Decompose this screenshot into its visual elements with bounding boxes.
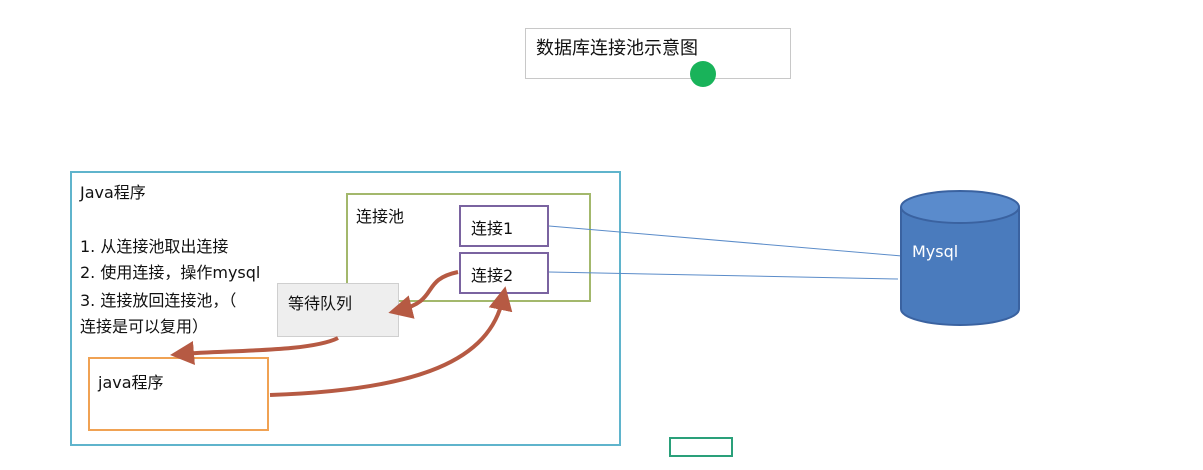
step-3-continuation-text: 连接是可以复用）: [80, 317, 209, 336]
diagram-title-box: 数据库连接池示意图: [525, 28, 791, 79]
diagram-title: 数据库连接池示意图: [536, 38, 698, 59]
connection-1-label: 连接1: [471, 219, 514, 238]
connection-1-box: 连接1: [459, 205, 549, 247]
mysql-database-icon: [900, 190, 1020, 326]
wait-queue-label: 等待队列: [288, 294, 353, 313]
connection-2-db-link: [548, 271, 899, 280]
step-2-text: 2. 使用连接，操作mysql: [80, 263, 261, 282]
queue-to-client-arrow: [170, 336, 339, 365]
empty-green-rectangle: [669, 437, 733, 457]
java-program-container: Java程序 1. 从连接池取出连接 2. 使用连接，操作mysql 3. 连接…: [70, 171, 621, 446]
connection-2-label: 连接2: [471, 266, 514, 285]
step-1-text: 1. 从连接池取出连接: [80, 237, 229, 256]
wait-queue-box: 等待队列: [277, 283, 399, 337]
java-client-box: java程序: [88, 357, 269, 431]
java-program-label: Java程序: [80, 183, 146, 202]
connection-to-queue-arrow: [388, 270, 459, 319]
database-label: Mysql: [912, 242, 959, 261]
connection-1-db-link: [548, 225, 903, 257]
step-3-text: 3. 连接放回连接池，（: [80, 291, 237, 310]
pointer-cursor-icon: [690, 61, 716, 87]
client-to-connection-arrow: [269, 286, 513, 397]
connection-pool-label: 连接池: [356, 207, 405, 226]
java-client-label: java程序: [98, 373, 164, 392]
